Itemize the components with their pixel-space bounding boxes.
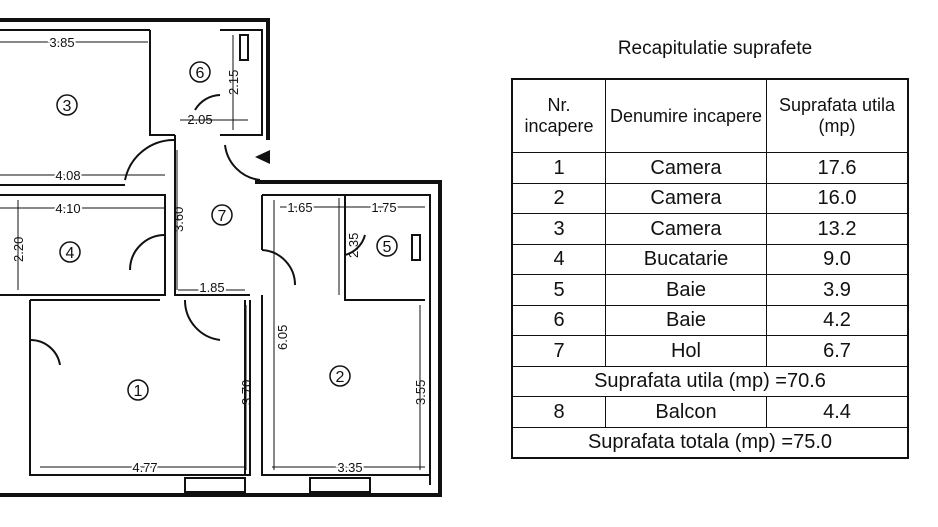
- header-room-number: Nr. incapere: [511, 78, 606, 153]
- cell-name: Balcon: [605, 396, 767, 428]
- header-useful-area: Suprafata utila (mp): [766, 78, 909, 153]
- cell-nr: 2: [511, 182, 606, 214]
- cell-nr: 5: [511, 274, 606, 306]
- room-label-7: 7: [218, 208, 227, 225]
- dim-3-35: 3.35: [337, 460, 362, 475]
- room-label-3: 3: [63, 98, 72, 115]
- table-row: 3 Camera 13.2: [511, 213, 909, 245]
- cell-area: 4.2: [766, 304, 909, 336]
- dim-3-55: 3.55: [413, 380, 428, 405]
- table-row: 1 Camera 17.6: [511, 152, 909, 184]
- table-row: 2 Camera 16.0: [511, 182, 909, 214]
- table-row: 5 Baie 3.9: [511, 274, 909, 306]
- dim-4-77: 4.77: [132, 460, 157, 475]
- dim-4-08: 4.08: [55, 168, 80, 183]
- useful-total: Suprafata utila (mp) =70.6: [511, 365, 909, 397]
- dim-1-75: 1.75: [371, 200, 396, 215]
- cell-area: 16.0: [766, 182, 909, 214]
- summary-title: Recapitulatie suprafete: [617, 38, 813, 59]
- room-label-4: 4: [66, 245, 75, 262]
- dim-3-60: 3.60: [171, 207, 186, 232]
- dim-1-65: 1.65: [287, 200, 312, 215]
- cell-name: Camera: [605, 213, 767, 245]
- room-label-5: 5: [383, 239, 392, 256]
- dim-2-35: 2.35: [346, 233, 361, 258]
- cell-nr: 7: [511, 335, 606, 367]
- cell-nr: 1: [511, 152, 606, 184]
- cell-name: Bucatarie: [605, 243, 767, 275]
- table-header-row: Nr. incapere Denumire incapere Suprafata…: [511, 78, 909, 153]
- dim-2-15: 2.15: [226, 70, 241, 95]
- cell-name: Baie: [605, 274, 767, 306]
- room-label-1: 1: [134, 383, 143, 400]
- cell-area: 4.4: [766, 396, 909, 428]
- header-room-name: Denumire incapere: [605, 78, 767, 153]
- dim-4-10: 4.10: [55, 201, 80, 216]
- cell-area: 9.0: [766, 243, 909, 275]
- dim-1-85: 1.85: [199, 280, 224, 295]
- useful-total-row: Suprafata utila (mp) =70.6: [511, 365, 909, 397]
- cell-area: 6.7: [766, 335, 909, 367]
- cell-area: 17.6: [766, 152, 909, 184]
- cell-nr: 8: [511, 396, 606, 428]
- cell-nr: 3: [511, 213, 606, 245]
- dim-2-05: 2.05: [187, 112, 212, 127]
- cell-name: Camera: [605, 152, 767, 184]
- cell-name: Camera: [605, 182, 767, 214]
- dim-2-20: 2.20: [11, 237, 26, 262]
- table-row: 7 Hol 6.7: [511, 335, 909, 367]
- dim-3-85: 3.85: [49, 35, 74, 50]
- cell-nr: 4: [511, 243, 606, 275]
- area-summary-table: Nr. incapere Denumire incapere Suprafata…: [511, 78, 909, 459]
- cell-nr: 6: [511, 304, 606, 336]
- dim-6-05: 6.05: [275, 325, 290, 350]
- room-label-2: 2: [336, 369, 345, 386]
- cell-name: Baie: [605, 304, 767, 336]
- grand-total: Suprafata totala (mp) =75.0: [511, 426, 909, 459]
- dim-3-70: 3.70: [239, 380, 254, 405]
- table-row: 8 Balcon 4.4: [511, 396, 909, 428]
- cell-area: 13.2: [766, 213, 909, 245]
- room-label-6: 6: [196, 65, 205, 82]
- cell-area: 3.9: [766, 274, 909, 306]
- table-row: 4 Bucatarie 9.0: [511, 243, 909, 275]
- cell-name: Hol: [605, 335, 767, 367]
- floor-plan: 6 3 7 4 5 1 2 3.85 2.15 2.05 4.08 4.10 3…: [0, 18, 442, 497]
- grand-total-row: Suprafata totala (mp) =75.0: [511, 426, 909, 459]
- table-row: 6 Baie 4.2: [511, 304, 909, 336]
